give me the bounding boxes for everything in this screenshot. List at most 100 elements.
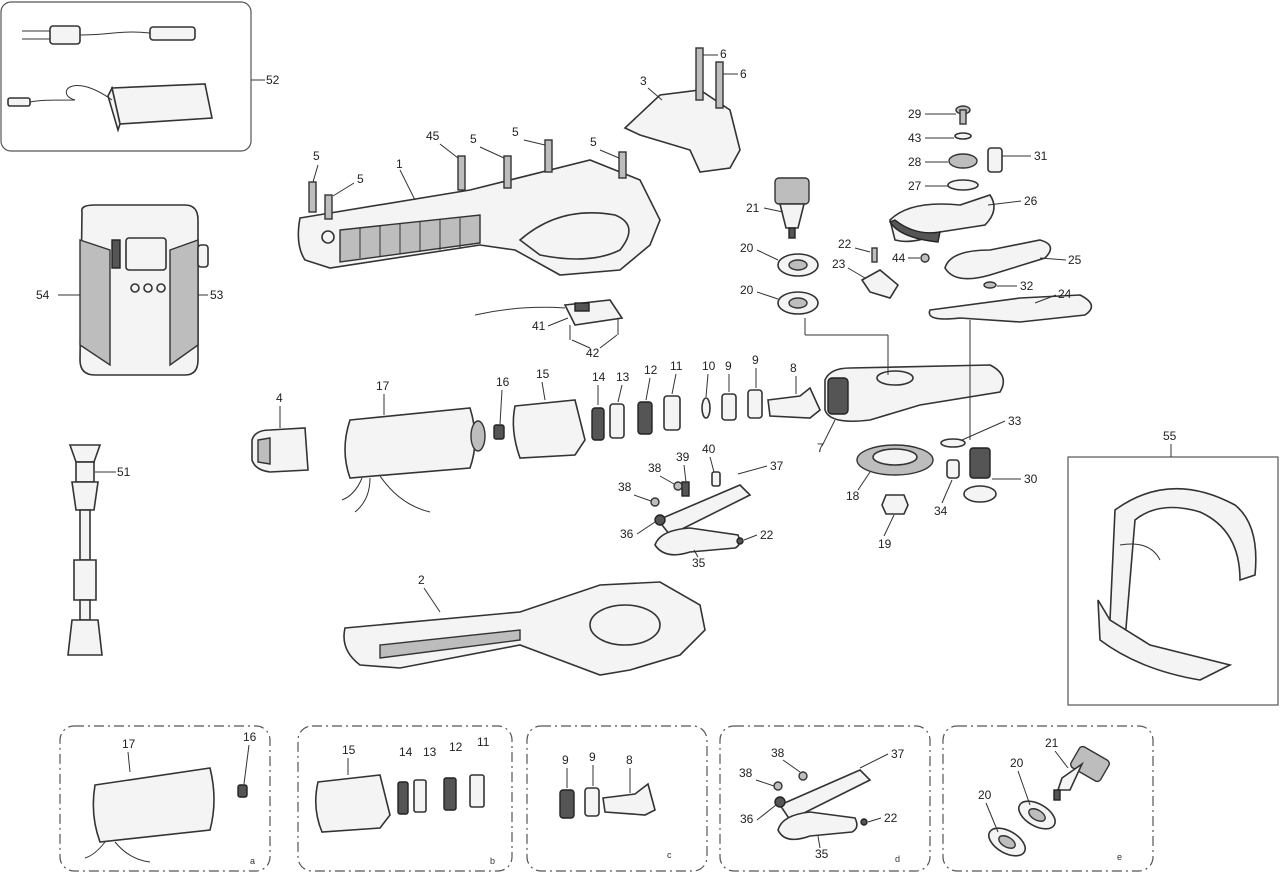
holster-panel: 55 <box>1067 429 1279 706</box>
callout-37-detail: 37 <box>891 747 905 761</box>
callout-5a: 5 <box>313 149 320 163</box>
callout-9d: 9 <box>589 750 596 764</box>
callout-20d: 20 <box>978 788 992 802</box>
ac-plug-cord <box>22 25 196 45</box>
callout-35-detail: 35 <box>815 847 829 861</box>
callout-28: 28 <box>908 155 922 169</box>
callout-51: 51 <box>117 465 131 479</box>
extension-cable: 51 <box>67 444 131 656</box>
motor-drive-train: 17 16 15 14 13 12 11 10 9 9 8 7 <box>341 318 1005 513</box>
callout-37: 37 <box>770 459 784 473</box>
callout-24: 24 <box>1058 287 1072 301</box>
callout-20b: 20 <box>740 283 754 297</box>
callout-10: 10 <box>702 359 716 373</box>
callout-9b: 9 <box>752 353 759 367</box>
callout-22a: 22 <box>838 237 852 251</box>
callout-27: 27 <box>908 179 922 193</box>
detail-panel-d: 38 38 37 36 22 35 d <box>719 725 931 872</box>
callout-5d: 5 <box>512 125 519 139</box>
callout-9a: 9 <box>725 359 732 373</box>
charger-panel: 52 <box>0 1 280 152</box>
callout-18: 18 <box>846 489 860 503</box>
trigger-assembly: 40 39 38 38 37 36 22 35 <box>618 442 784 570</box>
panel-tag-d: d <box>895 854 900 864</box>
callout-4: 4 <box>276 391 283 405</box>
callout-34: 34 <box>934 504 948 518</box>
detail-panel-e: 21 20 20 e <box>942 725 1154 872</box>
charger-brick <box>7 83 213 133</box>
callout-11: 11 <box>670 359 683 373</box>
callout-12: 12 <box>644 363 658 377</box>
panel-tag-c: c <box>667 850 672 860</box>
callout-22b: 22 <box>760 528 774 542</box>
callout-30: 30 <box>1024 472 1038 486</box>
detail-panel-a: 17 16 a <box>59 725 271 872</box>
callout-26: 26 <box>1024 194 1038 208</box>
callout-31: 31 <box>1034 149 1048 163</box>
blade-hardware-stack: 29 43 28 27 31 26 44 25 22 23 32 24 <box>740 105 1093 323</box>
callout-29: 29 <box>908 107 922 121</box>
callout-35: 35 <box>692 556 706 570</box>
callout-40: 40 <box>702 442 716 456</box>
callout-38a: 38 <box>648 461 662 475</box>
callout-13: 13 <box>616 370 630 384</box>
detail-panel-c: 9 9 8 c <box>526 725 708 872</box>
callout-12-detail: 12 <box>449 740 463 754</box>
callout-14: 14 <box>592 370 606 384</box>
callout-21-detail: 21 <box>1045 736 1059 750</box>
callout-9c: 9 <box>562 753 569 767</box>
callout-25: 25 <box>1068 253 1082 267</box>
callout-17: 17 <box>376 379 390 393</box>
callout-16: 16 <box>496 375 510 389</box>
callout-5b: 5 <box>357 172 364 186</box>
callout-22-detail: 22 <box>884 811 898 825</box>
controller-pcb: 41 42 <box>474 299 624 360</box>
battery-display <box>125 237 167 271</box>
callout-3: 3 <box>640 74 647 88</box>
lower-handle: 2 <box>343 573 706 676</box>
callout-16-detail: 16 <box>243 730 257 744</box>
callout-54: 54 <box>36 288 50 302</box>
callout-13-detail: 13 <box>423 745 437 759</box>
callout-55: 55 <box>1163 429 1177 443</box>
callout-1: 1 <box>396 157 403 171</box>
callout-20c: 20 <box>1010 756 1024 770</box>
callout-8-detail: 8 <box>626 753 633 767</box>
callout-23: 23 <box>832 257 846 271</box>
callout-11-detail: 11 <box>477 735 490 749</box>
callout-6b: 6 <box>740 67 747 81</box>
callout-41: 41 <box>532 319 546 333</box>
panel-tag-b: b <box>490 856 495 866</box>
callout-52: 52 <box>266 73 280 87</box>
callout-38b: 38 <box>618 480 632 494</box>
callout-8: 8 <box>790 361 797 375</box>
callout-42: 42 <box>586 346 600 360</box>
callout-20a: 20 <box>740 241 754 255</box>
callout-17-detail: 17 <box>122 737 136 751</box>
callout-5c: 5 <box>470 132 477 146</box>
callout-32: 32 <box>1020 279 1034 293</box>
panel-tag-e: e <box>1117 852 1122 862</box>
callout-53: 53 <box>210 288 224 302</box>
callout-6a: 6 <box>720 47 727 61</box>
callout-19: 19 <box>878 537 892 551</box>
callout-45: 45 <box>426 129 440 143</box>
bevel-gear-set: 18 19 33 34 30 <box>846 414 1038 551</box>
callout-36-detail: 36 <box>740 812 754 826</box>
callout-2: 2 <box>418 573 425 587</box>
top-cover: 3 6 6 <box>623 47 747 173</box>
callout-5e: 5 <box>590 135 597 149</box>
panel-tag-a: a <box>250 856 255 866</box>
callout-39: 39 <box>676 450 690 464</box>
callout-43: 43 <box>908 131 922 145</box>
callout-15: 15 <box>536 367 550 381</box>
battery-pack: 54 53 <box>36 204 224 376</box>
callout-36: 36 <box>620 527 634 541</box>
callout-15-detail: 15 <box>342 743 356 757</box>
callout-33: 33 <box>1008 414 1022 428</box>
connector-plug: 4 <box>251 391 309 473</box>
callout-21: 21 <box>746 201 760 215</box>
callout-38c: 38 <box>771 746 785 760</box>
detail-panel-b: 15 14 13 12 11 b <box>297 725 513 872</box>
